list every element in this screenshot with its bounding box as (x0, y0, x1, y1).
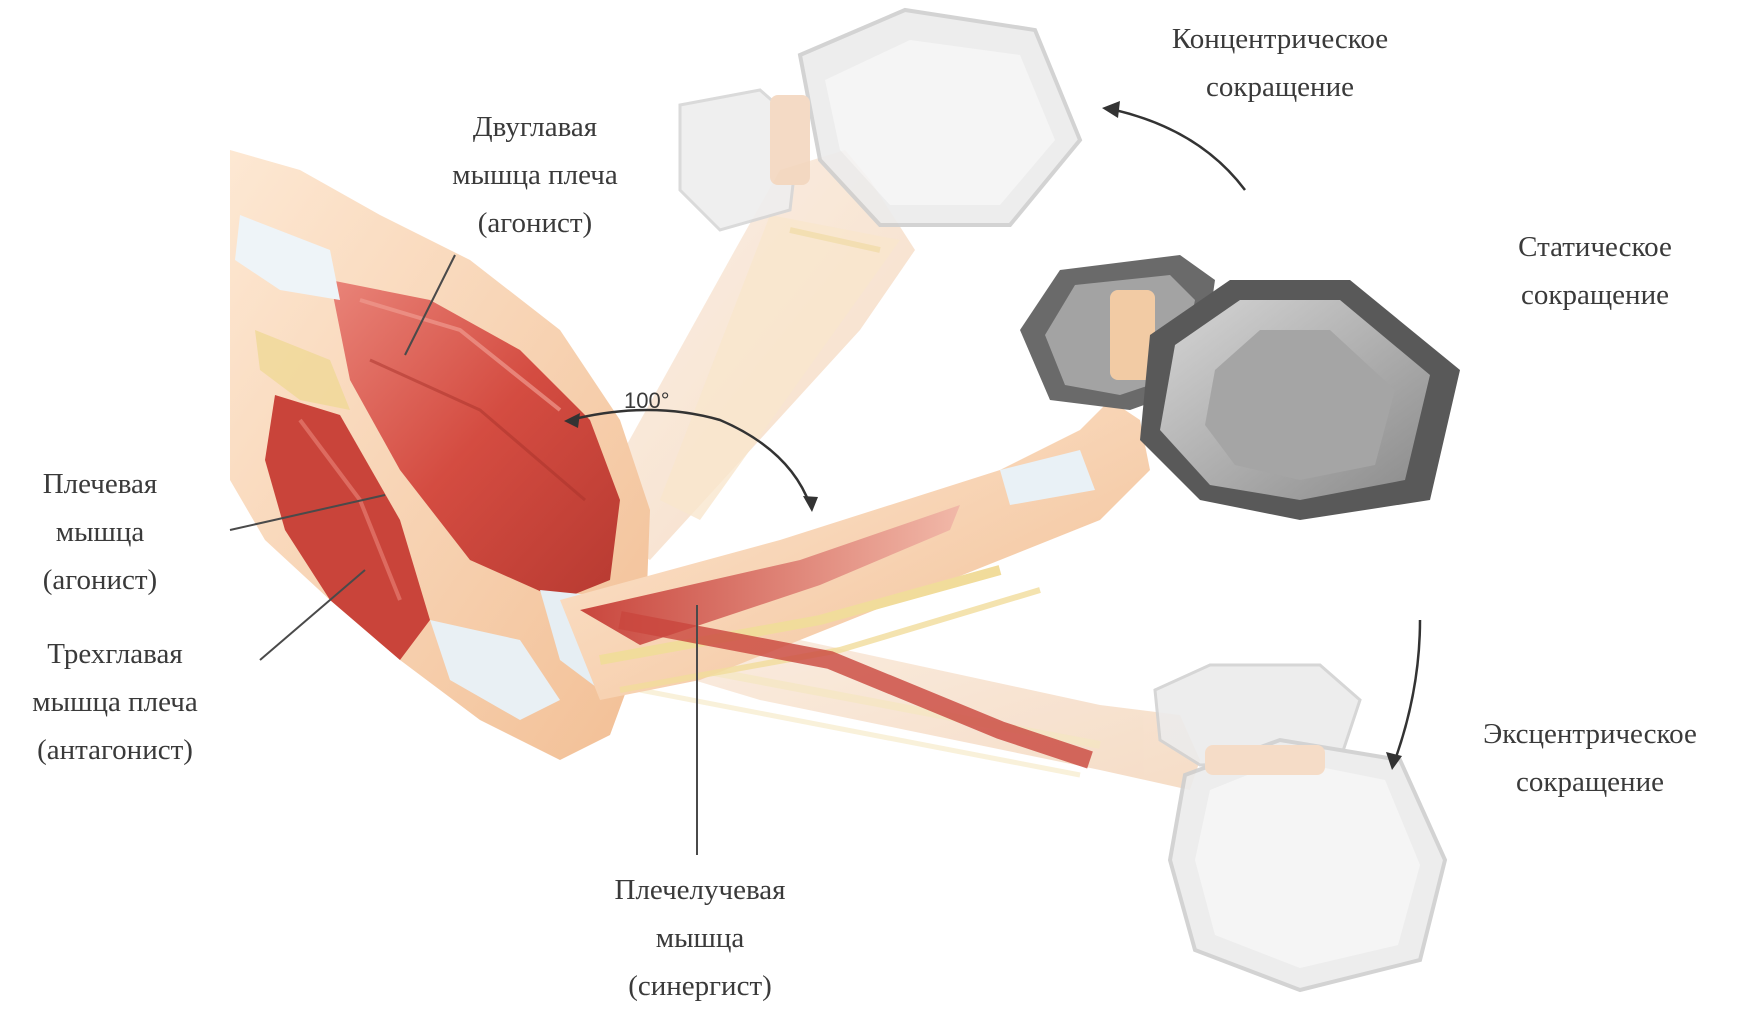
label-eccentric: Эксцентрическое сокращение (1445, 710, 1735, 806)
label-eccentric-line-2: сокращение (1445, 758, 1735, 806)
label-brachialis: Плечевая мышца (агонист) (0, 460, 200, 604)
label-triceps: Трехглавая мышца плеча (антагонист) (0, 630, 230, 774)
label-concentric: Концентрическое сокращение (1130, 15, 1430, 111)
angle-label: 100° (624, 388, 670, 414)
label-static: Статическое сокращение (1470, 223, 1720, 319)
label-biceps: Двуглавая мышца плеча (агонист) (415, 103, 655, 247)
label-concentric-line-2: сокращение (1130, 63, 1430, 111)
label-brachialis-line-2: мышца (0, 508, 200, 556)
label-brachialis-line-1: Плечевая (0, 460, 200, 508)
label-eccentric-line-1: Эксцентрическое (1445, 710, 1735, 758)
label-biceps-line-2: мышца плеча (415, 151, 655, 199)
label-triceps-line-1: Трехглавая (0, 630, 230, 678)
label-brachioradialis-line-1: Плечелучевая (580, 866, 820, 914)
dumbbell-concentric (680, 10, 1080, 230)
label-triceps-line-2: мышца плеча (0, 678, 230, 726)
dumbbell-eccentric (1155, 665, 1445, 990)
label-brachioradialis-line-3: (синергист) (580, 962, 820, 1010)
label-brachioradialis: Плечелучевая мышца (синергист) (580, 866, 820, 1010)
label-brachioradialis-line-2: мышца (580, 914, 820, 962)
label-static-line-1: Статическое (1470, 223, 1720, 271)
label-brachialis-line-3: (агонист) (0, 556, 200, 604)
label-biceps-line-3: (агонист) (415, 199, 655, 247)
label-concentric-line-1: Концентрическое (1130, 15, 1430, 63)
label-static-line-2: сокращение (1470, 271, 1720, 319)
label-biceps-line-1: Двуглавая (415, 103, 655, 151)
label-triceps-line-3: (антагонист) (0, 726, 230, 774)
